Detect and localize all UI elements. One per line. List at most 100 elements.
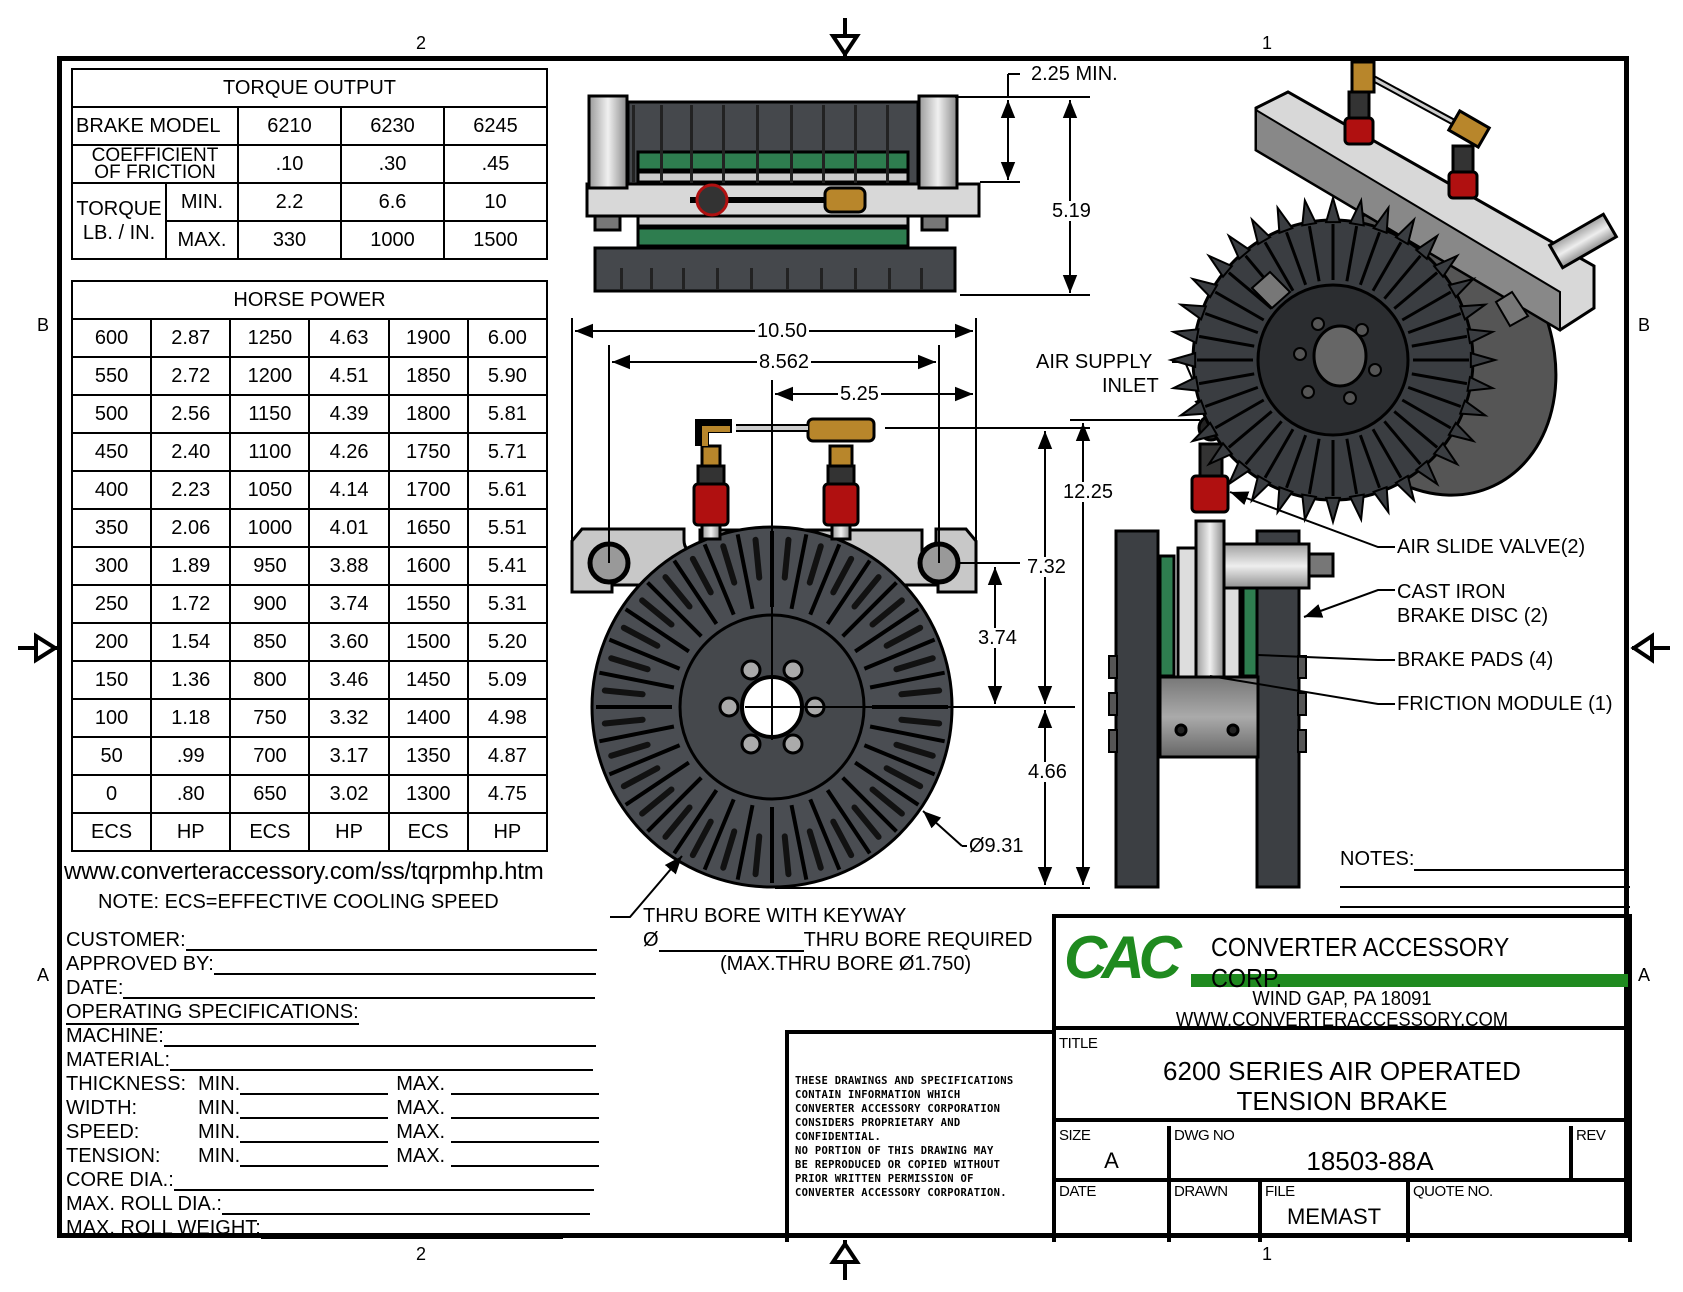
ecs-cell: 1300 [387,774,469,814]
cof-cell: .30 [340,144,445,184]
torque-table-title: TORQUE OUTPUT [71,68,548,108]
cooling-fin-slot [869,724,946,744]
notes-field-2[interactable] [1340,886,1630,888]
cooling-fin-groove [608,741,651,759]
iso-fin-slot [1285,231,1308,286]
hp-cell: HP [466,812,549,852]
iso-bore [1312,324,1368,388]
notes-field-1[interactable] [1414,851,1625,871]
ecs-cell: ECS [70,812,153,852]
dim-12-25: 12.25 [1061,481,1116,503]
date-label-tb: DATE [1059,1183,1096,1200]
iso-fin-tooth [1301,493,1318,524]
thru-bore-required-label: THRU BORE REQUIRED [803,929,1033,951]
zone-marker-left-a: A [37,965,50,985]
iso-fin-slot [1371,241,1403,292]
iso-fin-slot [1227,410,1273,449]
dwg-no-value: 18503-88A [1306,1146,1434,1176]
dim-9-31-leader [922,810,963,847]
drawn-cell: DRAWN [1171,1182,1262,1242]
hp-cell: 2.06 [150,508,232,548]
cooling-fin-groove [898,716,943,727]
width-min-field[interactable] [240,1099,389,1119]
cooling-fin-groove [830,555,855,596]
tension-max-field[interactable] [451,1147,600,1167]
tension-min-field[interactable] [240,1147,389,1167]
tension-min-label: MIN. [198,1145,241,1167]
hp-cell: 5.31 [466,584,549,624]
speed-max-field[interactable] [451,1123,600,1143]
iso-fin-slot [1401,290,1452,322]
width-row: WIDTH:MIN.MAX. [66,1097,600,1119]
cooling-fin-groove [620,624,661,649]
ecs-cell: 1500 [387,622,469,662]
iso-fin-tooth [1276,485,1294,516]
machine-field[interactable] [163,1027,596,1047]
ecs-cell: 650 [229,774,311,814]
iso-fin-tooth [1432,253,1460,279]
max-roll-dia-field[interactable] [221,1195,590,1215]
iso-fin-tooth [1301,196,1318,227]
zone-marker-left-b: B [37,315,50,335]
brake-disc-leader [1303,589,1395,618]
front-center-lines [745,380,1075,740]
hp-cell: 4.39 [308,394,390,434]
iso-fin-tooth [1466,375,1497,392]
notes-field-3[interactable] [1340,906,1630,908]
zone-marker-bottom-1: 1 [1262,1244,1273,1264]
speed-min-field[interactable] [240,1123,389,1143]
ecs-cell: 1850 [387,356,469,396]
cooling-fin-slot [789,533,809,610]
hp-table-title: HORSE POWER [71,280,548,320]
hp-cell: 3.74 [308,584,390,624]
iso-fin-slot [1214,290,1265,322]
ecs-cell: 1000 [229,508,311,548]
zone-marker-top-1: 1 [1262,33,1273,53]
friction-module-leader [1209,675,1395,705]
cooling-fin-slot [672,789,719,855]
cooling-fin-slot [598,724,675,744]
proprietary-line: CONFIDENTIAL. [795,1131,882,1143]
hp-cell: 3.17 [308,736,390,776]
max-roll-weight-field[interactable] [260,1219,563,1239]
iso-fin-tooth [1324,496,1342,526]
tension-row: TENSION:MIN.MAX. [66,1145,600,1167]
thickness-max-field[interactable] [451,1075,600,1095]
material-label: MATERIAL: [66,1049,171,1071]
iso-fin-slot [1345,438,1359,495]
file-label: FILE [1265,1183,1295,1200]
cooling-fin-groove [806,828,824,871]
thru-bore-diameter-field[interactable] [658,932,804,952]
hp-cell: 3.88 [308,546,390,586]
thickness-min-field[interactable] [240,1075,389,1095]
iso-fin-slot [1263,428,1295,479]
cooling-fin-slot [598,670,675,690]
front-view [570,380,1075,889]
max-roll-dia-row: MAX. ROLL DIA.: [66,1193,590,1215]
core-dia-field[interactable] [173,1171,594,1191]
hp-cell: 1.54 [150,622,232,662]
callout-leaders [1172,361,1395,705]
cooling-fin-slot [702,543,736,616]
max-roll-dia-label: MAX. ROLL DIA.: [66,1193,222,1215]
approved-by-field[interactable] [213,955,596,975]
tension-max-label: MAX. [396,1145,446,1167]
customer-field[interactable] [185,931,597,951]
hp-cell: 5.20 [466,622,549,662]
iso-valve-1 [1343,116,1375,146]
hp-cell: 5.41 [466,546,549,586]
hp-cell: 4.01 [308,508,390,548]
date-field[interactable] [123,979,596,999]
iso-fin-tooth [1348,196,1365,227]
max-roll-weight-label: MAX. ROLL WEIGHT: [66,1217,261,1239]
ecs-cell: 50 [70,736,153,776]
iso-fin-slot [1371,428,1403,479]
top-fitting-elbow [695,183,729,217]
dim-5-19: 5.19 [1050,200,1093,222]
speed-row: SPEED:MIN.MAX. [66,1121,600,1143]
material-field[interactable] [170,1051,594,1071]
width-max-field[interactable] [451,1099,600,1119]
cooling-fin-slot [869,670,946,690]
